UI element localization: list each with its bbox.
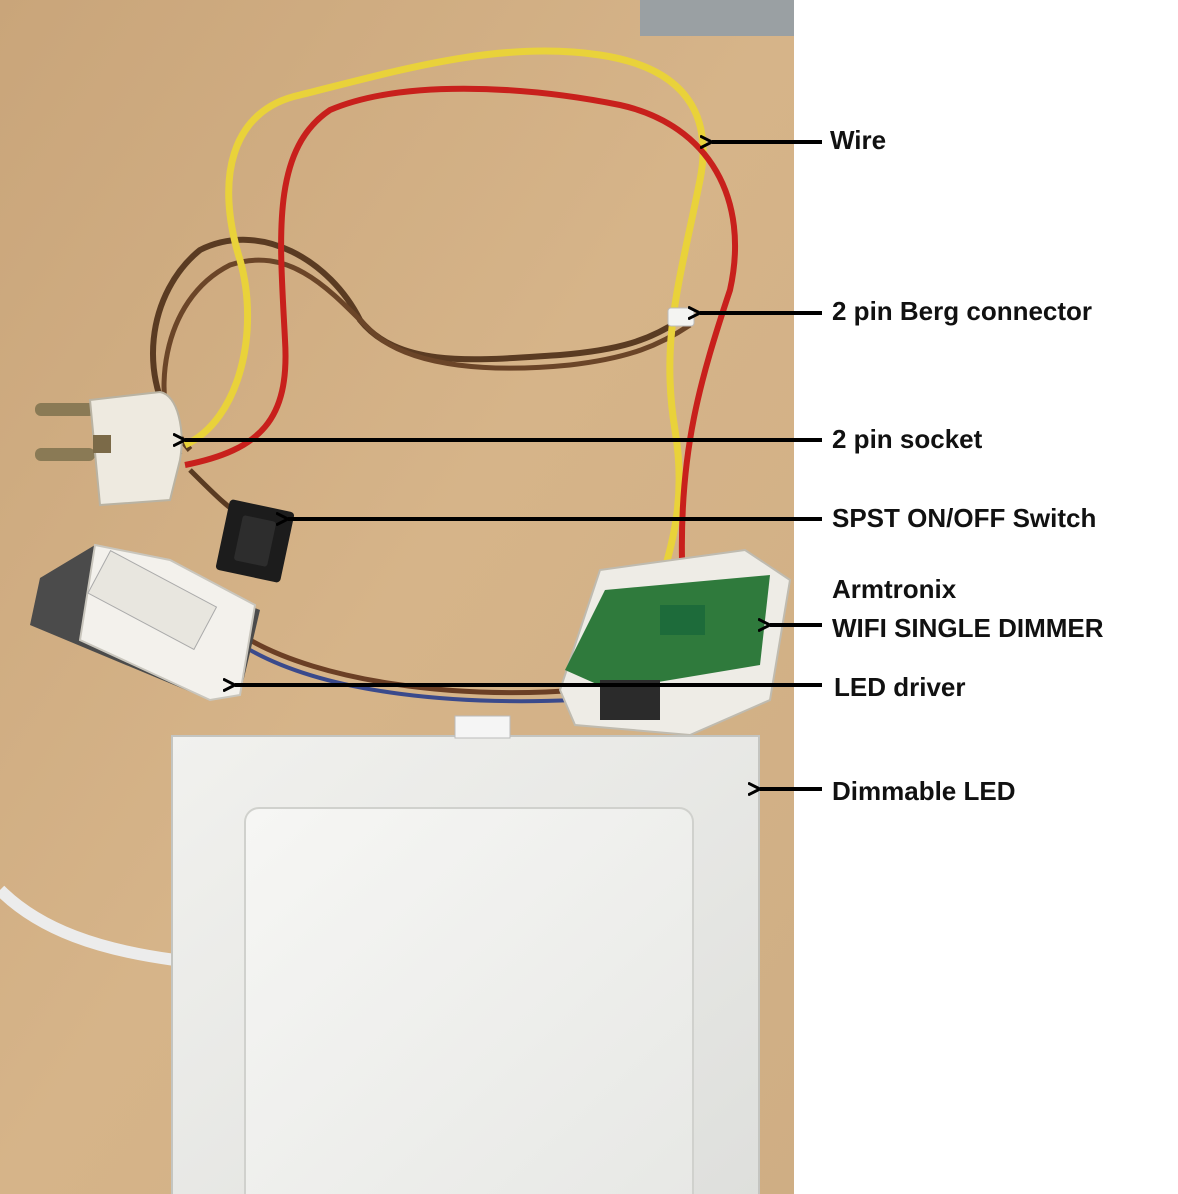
led-driver-shape (30, 543, 260, 702)
driver-wire-blue (249, 648, 576, 704)
plug-shape (35, 390, 183, 507)
label-berg-connector: 2 pin Berg connector (832, 296, 1093, 326)
dimmable-led-shape (171, 715, 760, 1194)
dimmer-board-shape (558, 548, 792, 737)
berg-connector-shape (667, 307, 695, 327)
wall-corner (640, 0, 794, 36)
label-socket: 2 pin socket (832, 424, 983, 454)
switch-shape (215, 499, 295, 583)
label-dimmer-line2: WIFI SINGLE DIMMER (832, 613, 1104, 643)
yellow-wire (183, 47, 707, 611)
brown-wire-2 (161, 257, 692, 457)
label-switch: SPST ON/OFF Switch (832, 503, 1097, 533)
brown-wire (150, 236, 682, 452)
label-led-driver: LED driver (834, 672, 966, 702)
red-wire (184, 85, 739, 610)
led-cable (0, 885, 176, 966)
label-dimmer-line1: Armtronix (832, 574, 957, 604)
label-wire: Wire (830, 125, 887, 155)
white-margin (794, 0, 1178, 1194)
label-dimmable-led: Dimmable LED (832, 776, 1016, 806)
